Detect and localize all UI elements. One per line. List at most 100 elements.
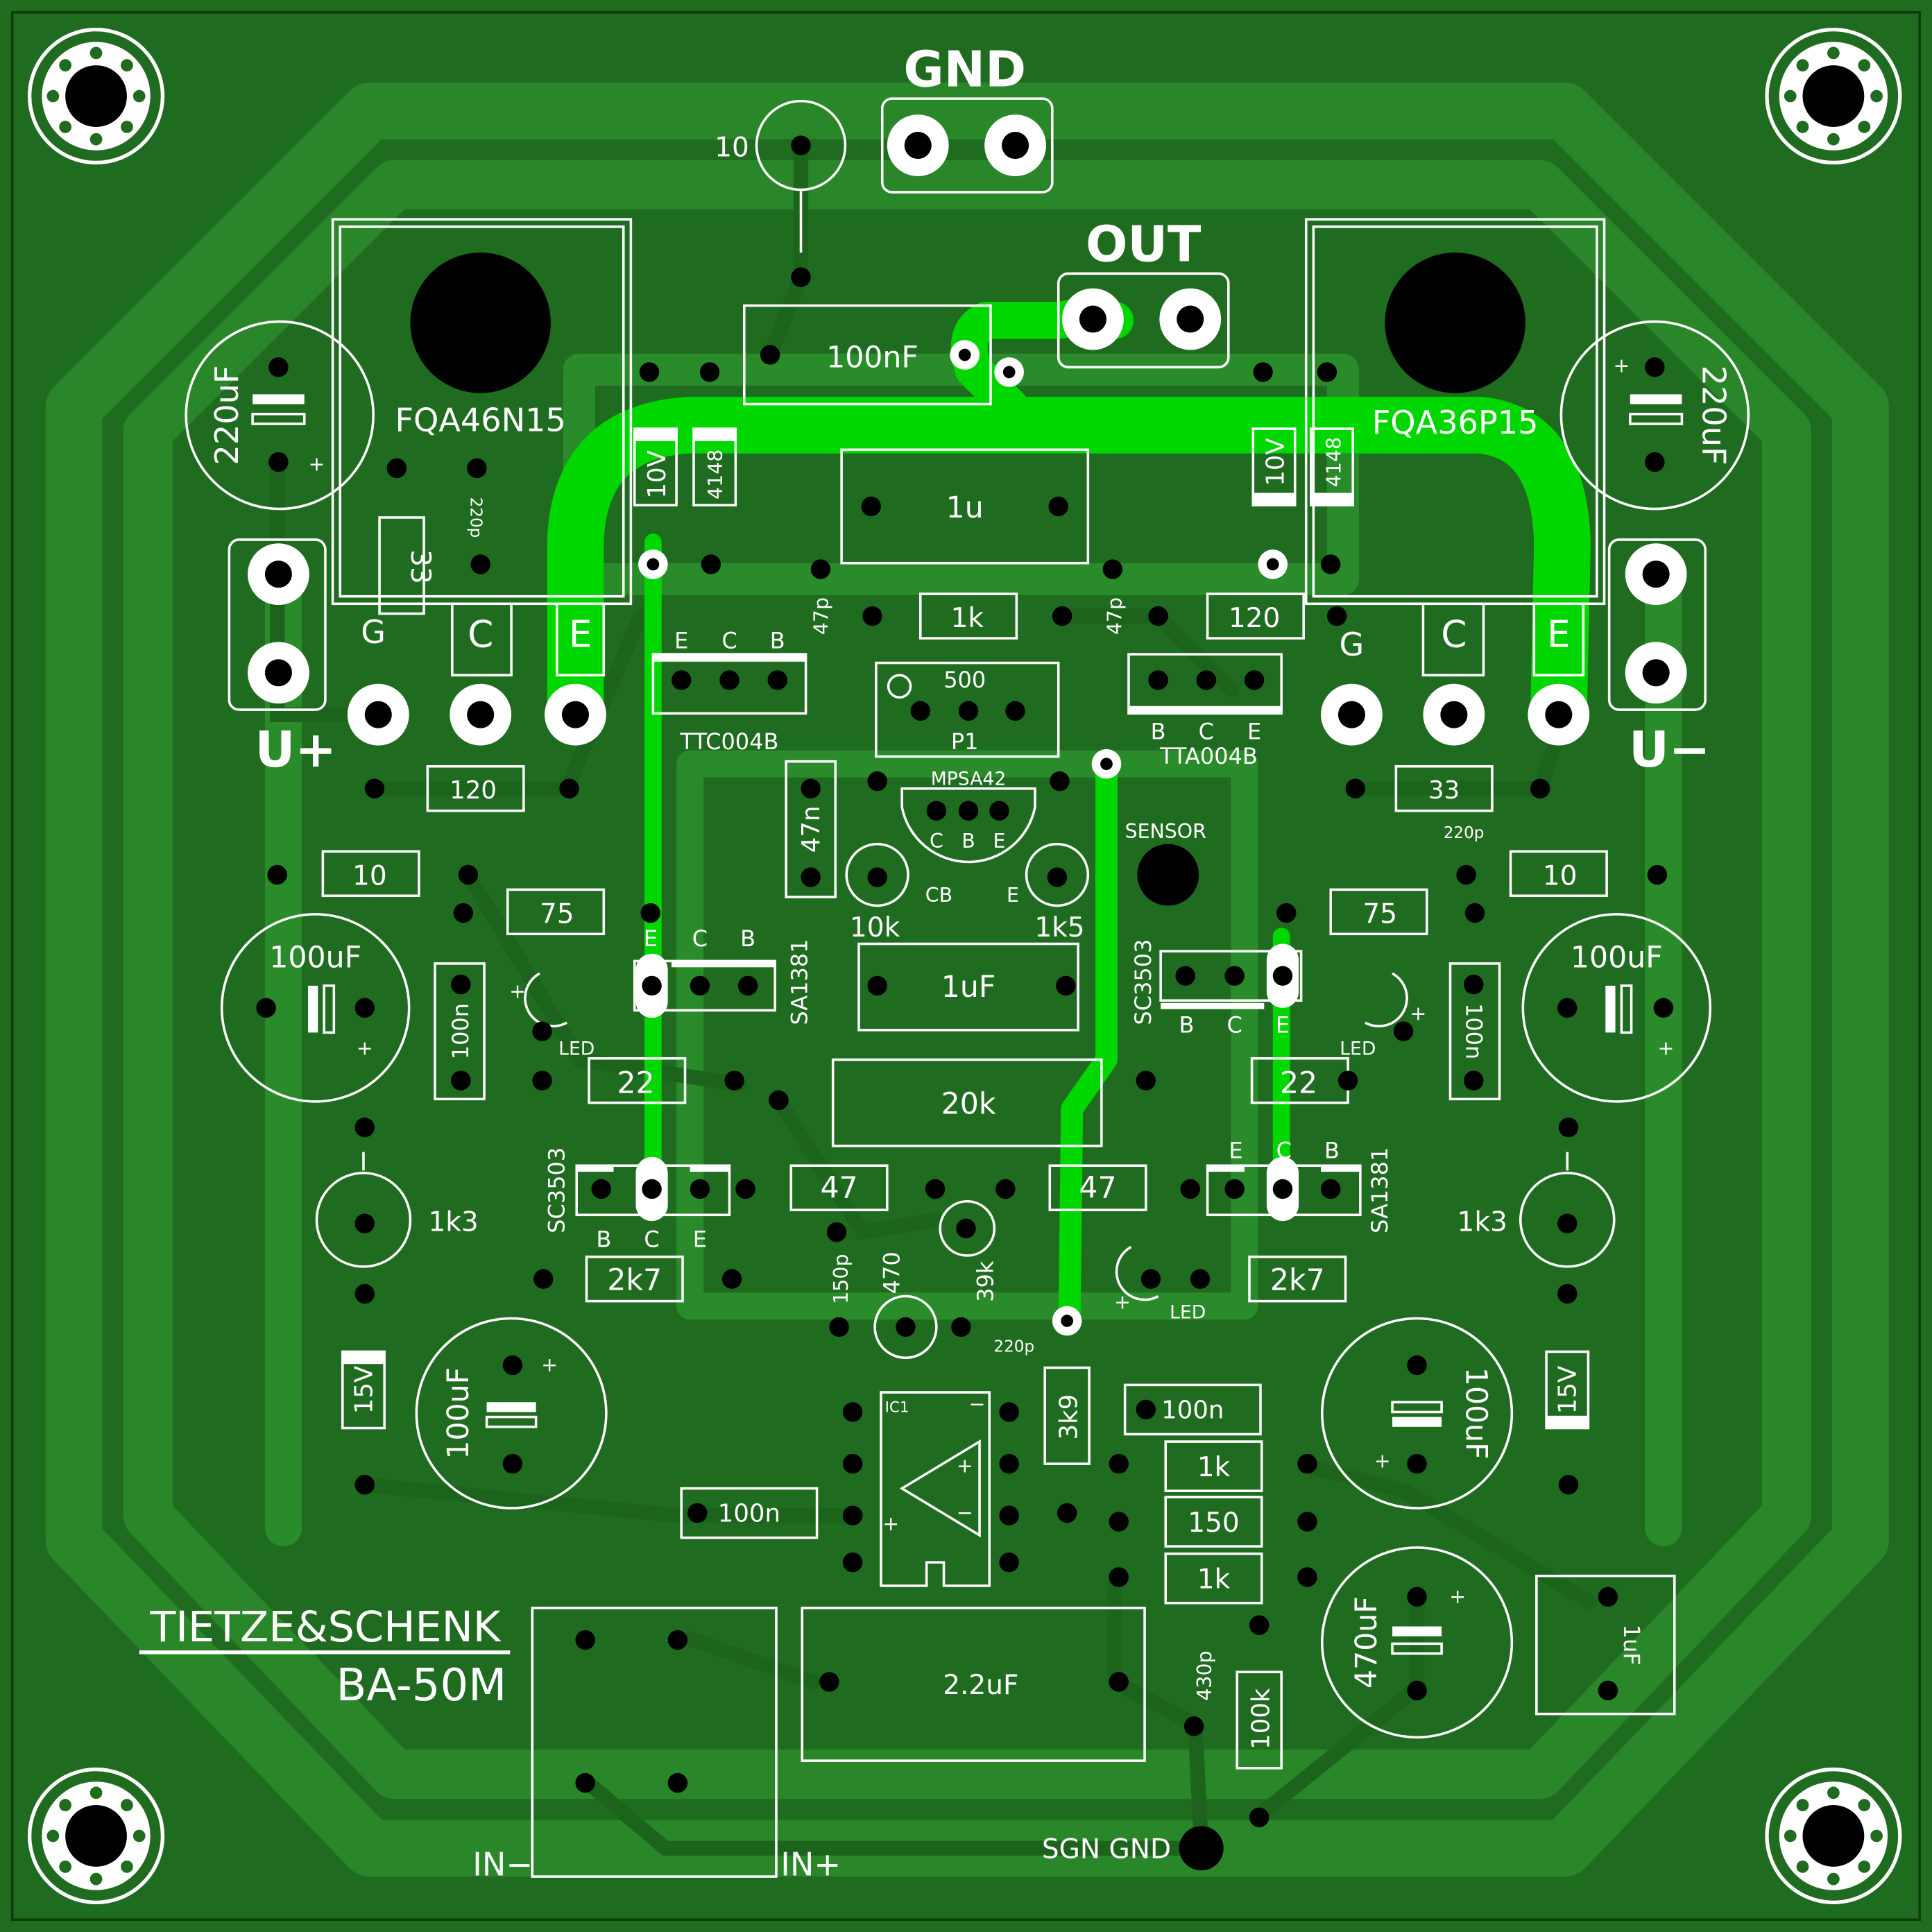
pad-small [910,701,930,721]
pad-small [533,1269,554,1289]
c1uf-mid-label: 1uF [941,970,996,1005]
d4148-right-label: 4148 [1322,437,1345,487]
pad-small [760,345,780,365]
svg-text:+: + [1374,1449,1391,1472]
pad-small [1005,701,1025,721]
pad-small [470,554,490,574]
n-mosfet-hole [410,253,551,393]
c1u-outline [840,448,1090,565]
pin-e-right: E [1547,613,1571,656]
r120-left-label: 120 [450,776,497,805]
r2k7-left-label: 2k7 [607,1263,662,1298]
pad-small [769,1090,789,1111]
sa1381-right-label: SA1381 [1367,1147,1393,1233]
r39k-label: 39k [973,1260,999,1302]
c100uf-right-mid-label: 100uF [1571,940,1663,975]
pad-small [451,974,471,995]
tta004b-pin-b: B [1151,719,1166,745]
pad-via-drill [958,348,971,361]
pad-small [467,458,487,479]
labels: GND OUT U+ U− 10 100nF 1u FQA46N15 FQA36… [149,40,1732,1883]
sc3503-left-label: SC3503 [543,1147,570,1233]
pad-small [958,701,979,721]
pad-small [842,1402,863,1422]
pin-c-left: C [468,613,493,656]
pads [248,114,1687,1828]
out-connector-outline [1057,272,1230,369]
c150p-label: 150p [830,1254,853,1304]
pad-small [724,1070,744,1091]
pad-small [735,1179,755,1199]
pad-small [999,1552,1019,1573]
polarity-marks: + + + + + + + + + + [309,354,1675,1607]
p1-value-label: 500 [943,667,986,693]
mounting-hole-bl [27,1767,165,1905]
pad-small [1253,362,1273,382]
pad-small [958,801,979,821]
pad-small [1321,554,1341,574]
sc3503-right-pin-b: B [1179,1011,1194,1038]
c470uf-outline [1321,1546,1514,1739]
sgn-gnd-label: SGN GND [1042,1833,1171,1865]
sc3503-right-upper-label: SC3503 [1130,939,1156,1025]
mounting-hole-tl [27,27,165,165]
u-minus-label: U− [1629,721,1710,778]
pad-small [1653,998,1674,1018]
pad-small [826,1222,847,1242]
mounting-holes [27,27,1902,1905]
out-label: OUT [1086,216,1202,273]
pad-small [1530,778,1550,798]
c220uf-left-label: 220uF [208,366,246,465]
pad-small [1180,1179,1200,1199]
pad-oval-drill [1272,966,1293,986]
gnd-label: GND [903,40,1026,98]
pad-large-drill [1642,659,1670,687]
c100nf-outline [743,304,992,406]
pad-small [989,801,1009,821]
pad-small [791,135,811,155]
pad-small [364,778,385,798]
sa1381-left-pin-e: E [644,925,658,952]
pad-oval-drill [642,975,662,996]
copper-pour [45,83,1889,1877]
r33-right-label: 33 [1428,776,1460,805]
r10-top-label: 10 [715,132,749,164]
pad-small [1598,1587,1618,1607]
pad-via-drill [1100,758,1113,771]
in-plus-label: IN+ [780,1845,841,1883]
pad-small [354,998,375,1018]
pad-small [354,1475,375,1495]
pad-small [672,670,692,690]
pad-via-drill [1266,558,1279,571]
pad-small [354,1283,375,1304]
pad-via-drill [1002,366,1016,379]
c100uf-left-mid-label: 100uF [269,940,361,975]
pad-small [1326,606,1347,626]
r10k-cb-label: CB [925,884,952,907]
pad-small [1464,974,1484,995]
pad-small [829,1317,849,1337]
c220p-left-label: 220p [466,497,484,538]
c100n-left-bot-label: 100n [718,1500,780,1528]
pad-small [1345,778,1365,798]
pad-small [1557,1283,1578,1304]
pad-via-drill [1061,1315,1074,1327]
r1k-upper-label: 1k [1197,1452,1231,1483]
pad-small [1047,867,1068,887]
pad-small [559,778,579,798]
pad-small [1224,966,1245,986]
c100uf-left-mid-outline [220,913,411,1103]
pad-small [1407,1587,1427,1607]
sensor-hole [1137,844,1199,906]
pad-small [1558,1117,1579,1138]
pad-small [999,1453,1019,1474]
pad-small [639,362,660,382]
pad-large-drill [1642,561,1670,588]
pad-small [1276,903,1297,923]
pad-small [1050,771,1070,792]
pad-small [1464,903,1485,923]
u-plus-connector-outline [228,538,327,711]
ic1-plus-top: + [957,1454,973,1477]
pad-small [1140,1269,1161,1289]
pad-small [701,554,721,574]
